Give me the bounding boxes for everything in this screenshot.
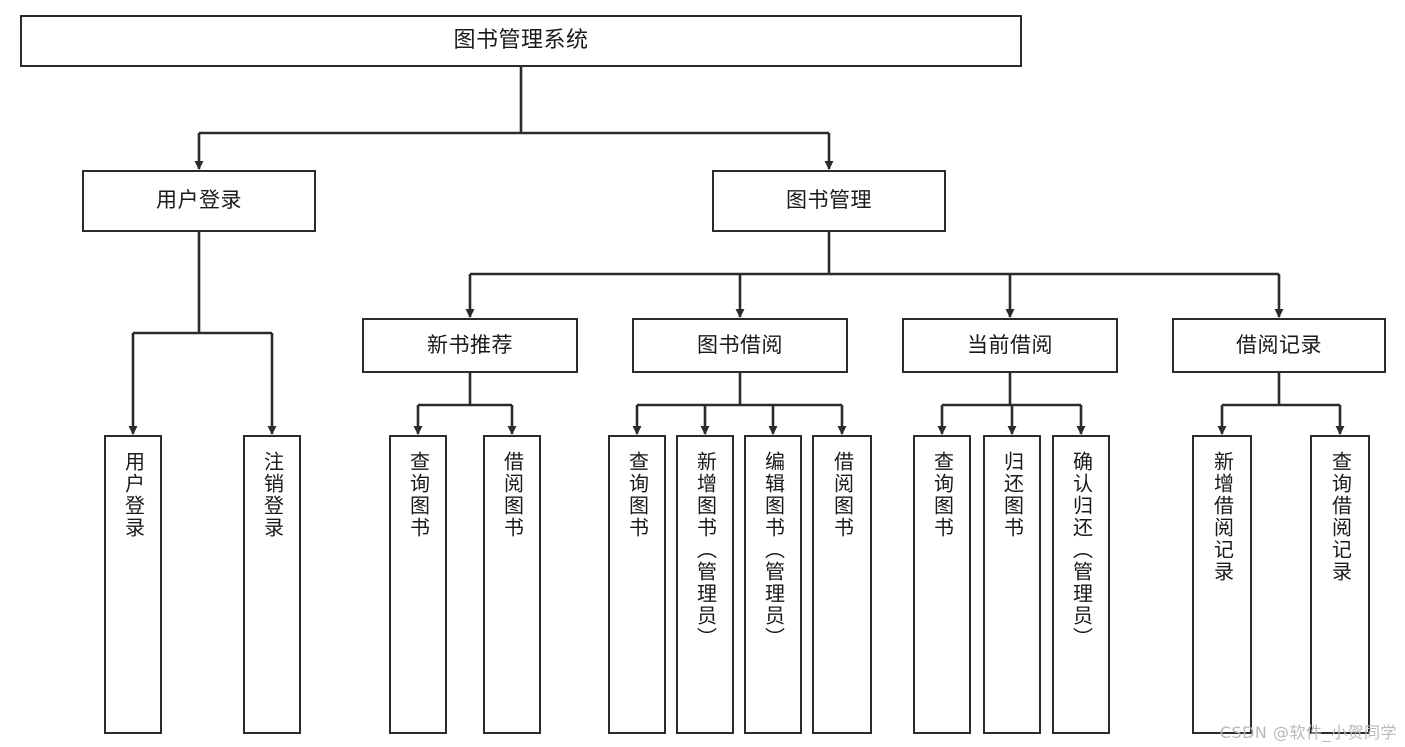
node-leaf-nb-borrow[interactable]: 借阅图书 <box>483 435 541 734</box>
node-label-leaf-nb-query: 查询图书 <box>406 451 431 539</box>
node-leaf-bo-query[interactable]: 查询图书 <box>608 435 666 734</box>
node-label-borrow: 图书借阅 <box>697 332 783 357</box>
node-leaf-cu-query[interactable]: 查询图书 <box>913 435 971 734</box>
node-label-leaf-bo-query: 查询图书 <box>625 451 650 539</box>
node-login[interactable]: 用户登录 <box>82 170 316 232</box>
node-label-leaf-bo-edit: 编辑图书（管理员） <box>761 451 786 649</box>
node-records[interactable]: 借阅记录 <box>1172 318 1386 373</box>
node-label-leaf-re-add: 新增借阅记录 <box>1210 451 1235 583</box>
node-leaf-cu-return[interactable]: 归还图书 <box>983 435 1041 734</box>
node-leaf-login[interactable]: 用户登录 <box>104 435 162 734</box>
node-leaf-bo-borrow[interactable]: 借阅图书 <box>812 435 872 734</box>
node-label-leaf-re-query: 查询借阅记录 <box>1328 451 1353 583</box>
node-label-leaf-nb-borrow: 借阅图书 <box>500 451 525 539</box>
node-label-records: 借阅记录 <box>1236 332 1322 357</box>
node-borrow[interactable]: 图书借阅 <box>632 318 848 373</box>
node-label-login: 用户登录 <box>156 188 242 213</box>
node-label-bookmgmt: 图书管理 <box>786 188 872 213</box>
node-current[interactable]: 当前借阅 <box>902 318 1118 373</box>
node-leaf-re-query[interactable]: 查询借阅记录 <box>1310 435 1370 734</box>
node-leaf-bo-edit[interactable]: 编辑图书（管理员） <box>744 435 802 734</box>
node-label-leaf-cu-return: 归还图书 <box>1000 451 1025 539</box>
node-label-leaf-bo-add: 新增图书（管理员） <box>693 451 718 649</box>
node-newbook[interactable]: 新书推荐 <box>362 318 578 373</box>
node-label-newbook: 新书推荐 <box>427 332 513 357</box>
node-label-leaf-cu-query: 查询图书 <box>930 451 955 539</box>
node-label-leaf-bo-borrow: 借阅图书 <box>830 451 855 539</box>
node-leaf-bo-add[interactable]: 新增图书（管理员） <box>676 435 734 734</box>
node-label-leaf-logout: 注销登录 <box>260 451 285 539</box>
node-label-leaf-login: 用户登录 <box>121 451 146 539</box>
node-leaf-cu-confirm[interactable]: 确认归还（管理员） <box>1052 435 1110 734</box>
node-label-root: 图书管理系统 <box>453 28 589 54</box>
node-leaf-re-add[interactable]: 新增借阅记录 <box>1192 435 1252 734</box>
csdn-watermark: CSDN @软件_小贺同学 <box>1219 723 1397 742</box>
node-root[interactable]: 图书管理系统 <box>20 15 1022 67</box>
node-leaf-logout[interactable]: 注销登录 <box>243 435 301 734</box>
node-label-leaf-cu-confirm: 确认归还（管理员） <box>1069 451 1094 649</box>
node-leaf-nb-query[interactable]: 查询图书 <box>389 435 447 734</box>
node-label-current: 当前借阅 <box>967 332 1053 357</box>
node-bookmgmt[interactable]: 图书管理 <box>712 170 946 232</box>
